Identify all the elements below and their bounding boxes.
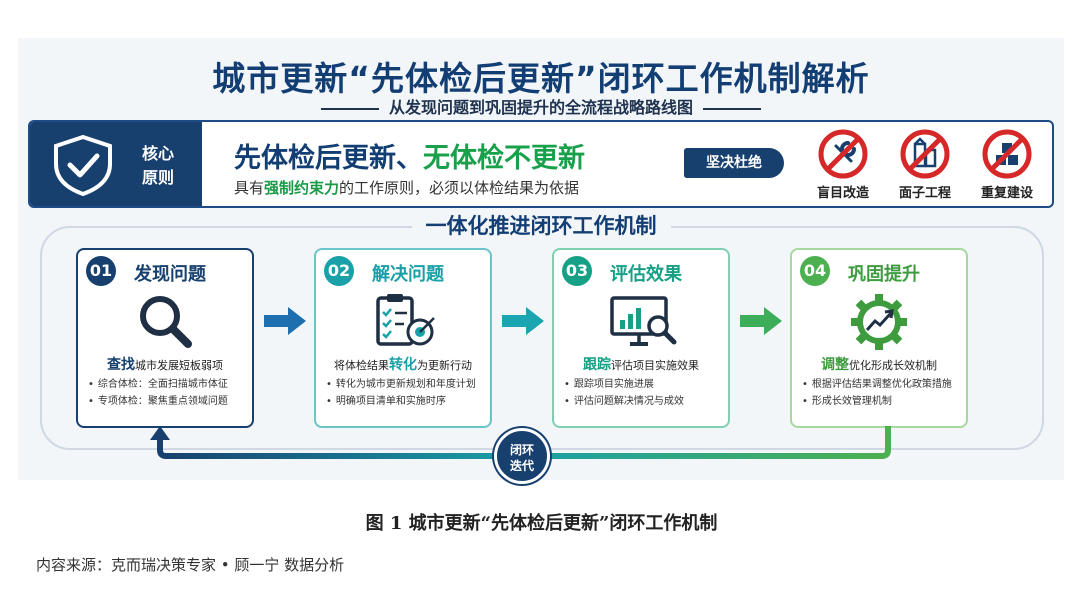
clipboard-target-icon	[376, 294, 435, 346]
core-label-line1: 核心	[141, 144, 174, 163]
ban-item-blind-renovation: 盲目改造	[798, 128, 888, 201]
step-summary-pre: 将体检结果	[334, 359, 389, 372]
monitor-chart-icon	[610, 296, 677, 346]
step-bullets: 根据评估结果调整优化政策措施 形成长效管理机制	[802, 376, 952, 410]
arrow-right-icon	[740, 307, 782, 335]
source-note: 内容来源：克而瑞决策专家 • 顾一宁 数据分析	[36, 556, 345, 574]
step-bullets: 综合体检：全面扫描城市体征 专项体检：聚焦重点领域问题	[88, 376, 228, 410]
core-label: 核心 原则	[130, 142, 186, 190]
ban-label: 面子工程	[898, 186, 951, 201]
step-card-solve: 02 解决问题 将体检结果转化为更新行动 转化为城市更新规划和年度计划 明确项目…	[314, 248, 492, 428]
step-number: 03	[562, 256, 592, 286]
list-item: 跟踪项目实施进展	[564, 376, 684, 393]
list-item: 根据评估结果调整优化政策措施	[802, 376, 952, 393]
step-card-consolidate: 04 巩固提升 调整优化形成长效机制 根据评估结果调整优化政策措施 形成长效管理…	[790, 248, 968, 428]
blocks-icon	[982, 129, 1032, 179]
core-label-block: 核心 原则	[30, 122, 202, 206]
core-principle-panel: 核心 原则 先体检后更新、无体检不更新 具有强制约束力的工作原则，必须以体检结果…	[28, 120, 1054, 208]
shield-check-icon	[54, 134, 112, 196]
step-summary-rest: 评估项目实施效果	[611, 359, 699, 372]
list-item: 转化为城市更新规划和年度计划	[326, 376, 476, 393]
list-item: 形成长效管理机制	[802, 393, 952, 410]
subtitle: 从发现问题到巩固提升的全流程战略路线图	[18, 94, 1064, 118]
step-keyword: 查找	[107, 357, 135, 373]
ban-label: 重复建设	[980, 186, 1033, 201]
figure-caption: 图 1 城市更新“先体检后更新”闭环工作机制	[365, 513, 718, 534]
step-title: 发现问题	[134, 264, 206, 285]
step-title: 巩固提升	[848, 264, 920, 285]
subtitle-rule-right	[703, 107, 761, 110]
step-title: 解决问题	[372, 264, 444, 285]
arrow-right-icon	[502, 307, 544, 335]
step-number: 04	[800, 256, 830, 286]
loop-title-text: 一体化推进闭环工作机制	[411, 214, 671, 238]
list-item: 评估问题解决情况与成效	[564, 393, 684, 410]
core-label-line2: 原则	[141, 168, 174, 187]
loop-title: 一体化推进闭环工作机制	[18, 210, 1064, 240]
building-icon	[900, 129, 950, 179]
step-card-evaluate: 03 评估效果 跟踪评估项目实施效果 跟踪项目实施进展 评估问题解决情况与成效	[552, 248, 730, 428]
step-number: 01	[86, 256, 116, 286]
step-keyword: 调整	[821, 357, 849, 373]
step-card-discover: 01 发现问题 查找城市发展短板弱项 综合体检：全面扫描城市体征 专项体检：聚焦…	[76, 248, 254, 428]
step-keyword: 转化	[389, 357, 417, 373]
step-bullets: 转化为城市更新规划和年度计划 明确项目清单和实施时序	[326, 376, 476, 410]
step-summary-rest: 优化形成长效机制	[849, 359, 937, 372]
ban-label: 盲目改造	[816, 186, 869, 201]
step-summary: 将体检结果转化为更新行动	[316, 354, 490, 374]
banned-tag: 坚决杜绝	[684, 148, 784, 178]
step-summary: 调整优化形成长效机制	[792, 354, 966, 374]
step-summary-rest: 为更新行动	[417, 359, 472, 372]
principle-heading: 先体检后更新、无体检不更新	[234, 136, 585, 175]
list-item: 专项体检：聚焦重点领域问题	[88, 393, 228, 410]
step-summary: 查找城市发展短板弱项	[78, 354, 252, 374]
principle-description: 具有强制约束力的工作原则，必须以体检结果为依据	[234, 177, 579, 198]
desc-post: 的工作原则，必须以体检结果为依据	[339, 179, 580, 197]
step-summary-rest: 城市发展短板弱项	[135, 359, 223, 372]
ban-item-vanity-project: 面子工程	[880, 128, 970, 201]
arrow-right-icon	[264, 307, 306, 335]
infographic: 城市更新“先体检后更新”闭环工作机制解析 从发现问题到巩固提升的全流程战略路线图…	[18, 38, 1064, 484]
principle-part1: 先体检后更新、	[234, 143, 423, 174]
magnifier-icon	[140, 296, 192, 348]
desc-emphasis: 强制约束力	[264, 179, 340, 197]
step-bullets: 跟踪项目实施进展 评估问题解决情况与成效	[564, 376, 684, 410]
desc-pre: 具有	[234, 179, 265, 197]
page-title: 城市更新“先体检后更新”闭环工作机制解析	[212, 59, 870, 98]
list-item: 综合体检：全面扫描城市体征	[88, 376, 228, 393]
iteration-line1: 闭环	[509, 443, 534, 457]
step-summary: 跟踪评估项目实施效果	[554, 354, 728, 374]
list-item: 明确项目清单和实施时序	[326, 393, 476, 410]
gear-growth-icon	[851, 294, 907, 350]
step-title: 评估效果	[610, 264, 682, 285]
subtitle-rule-left	[320, 107, 379, 110]
iteration-badge: 闭环 迭代	[494, 428, 550, 484]
wrench-icon	[818, 129, 868, 179]
principle-part2: 无体检不更新	[423, 143, 585, 174]
iteration-line2: 迭代	[509, 459, 534, 473]
subtitle-text: 从发现问题到巩固提升的全流程战略路线图	[388, 98, 693, 117]
ban-item-duplicate-construction: 重复建设	[962, 128, 1052, 201]
step-keyword: 跟踪	[583, 357, 611, 373]
step-number: 02	[324, 256, 354, 286]
